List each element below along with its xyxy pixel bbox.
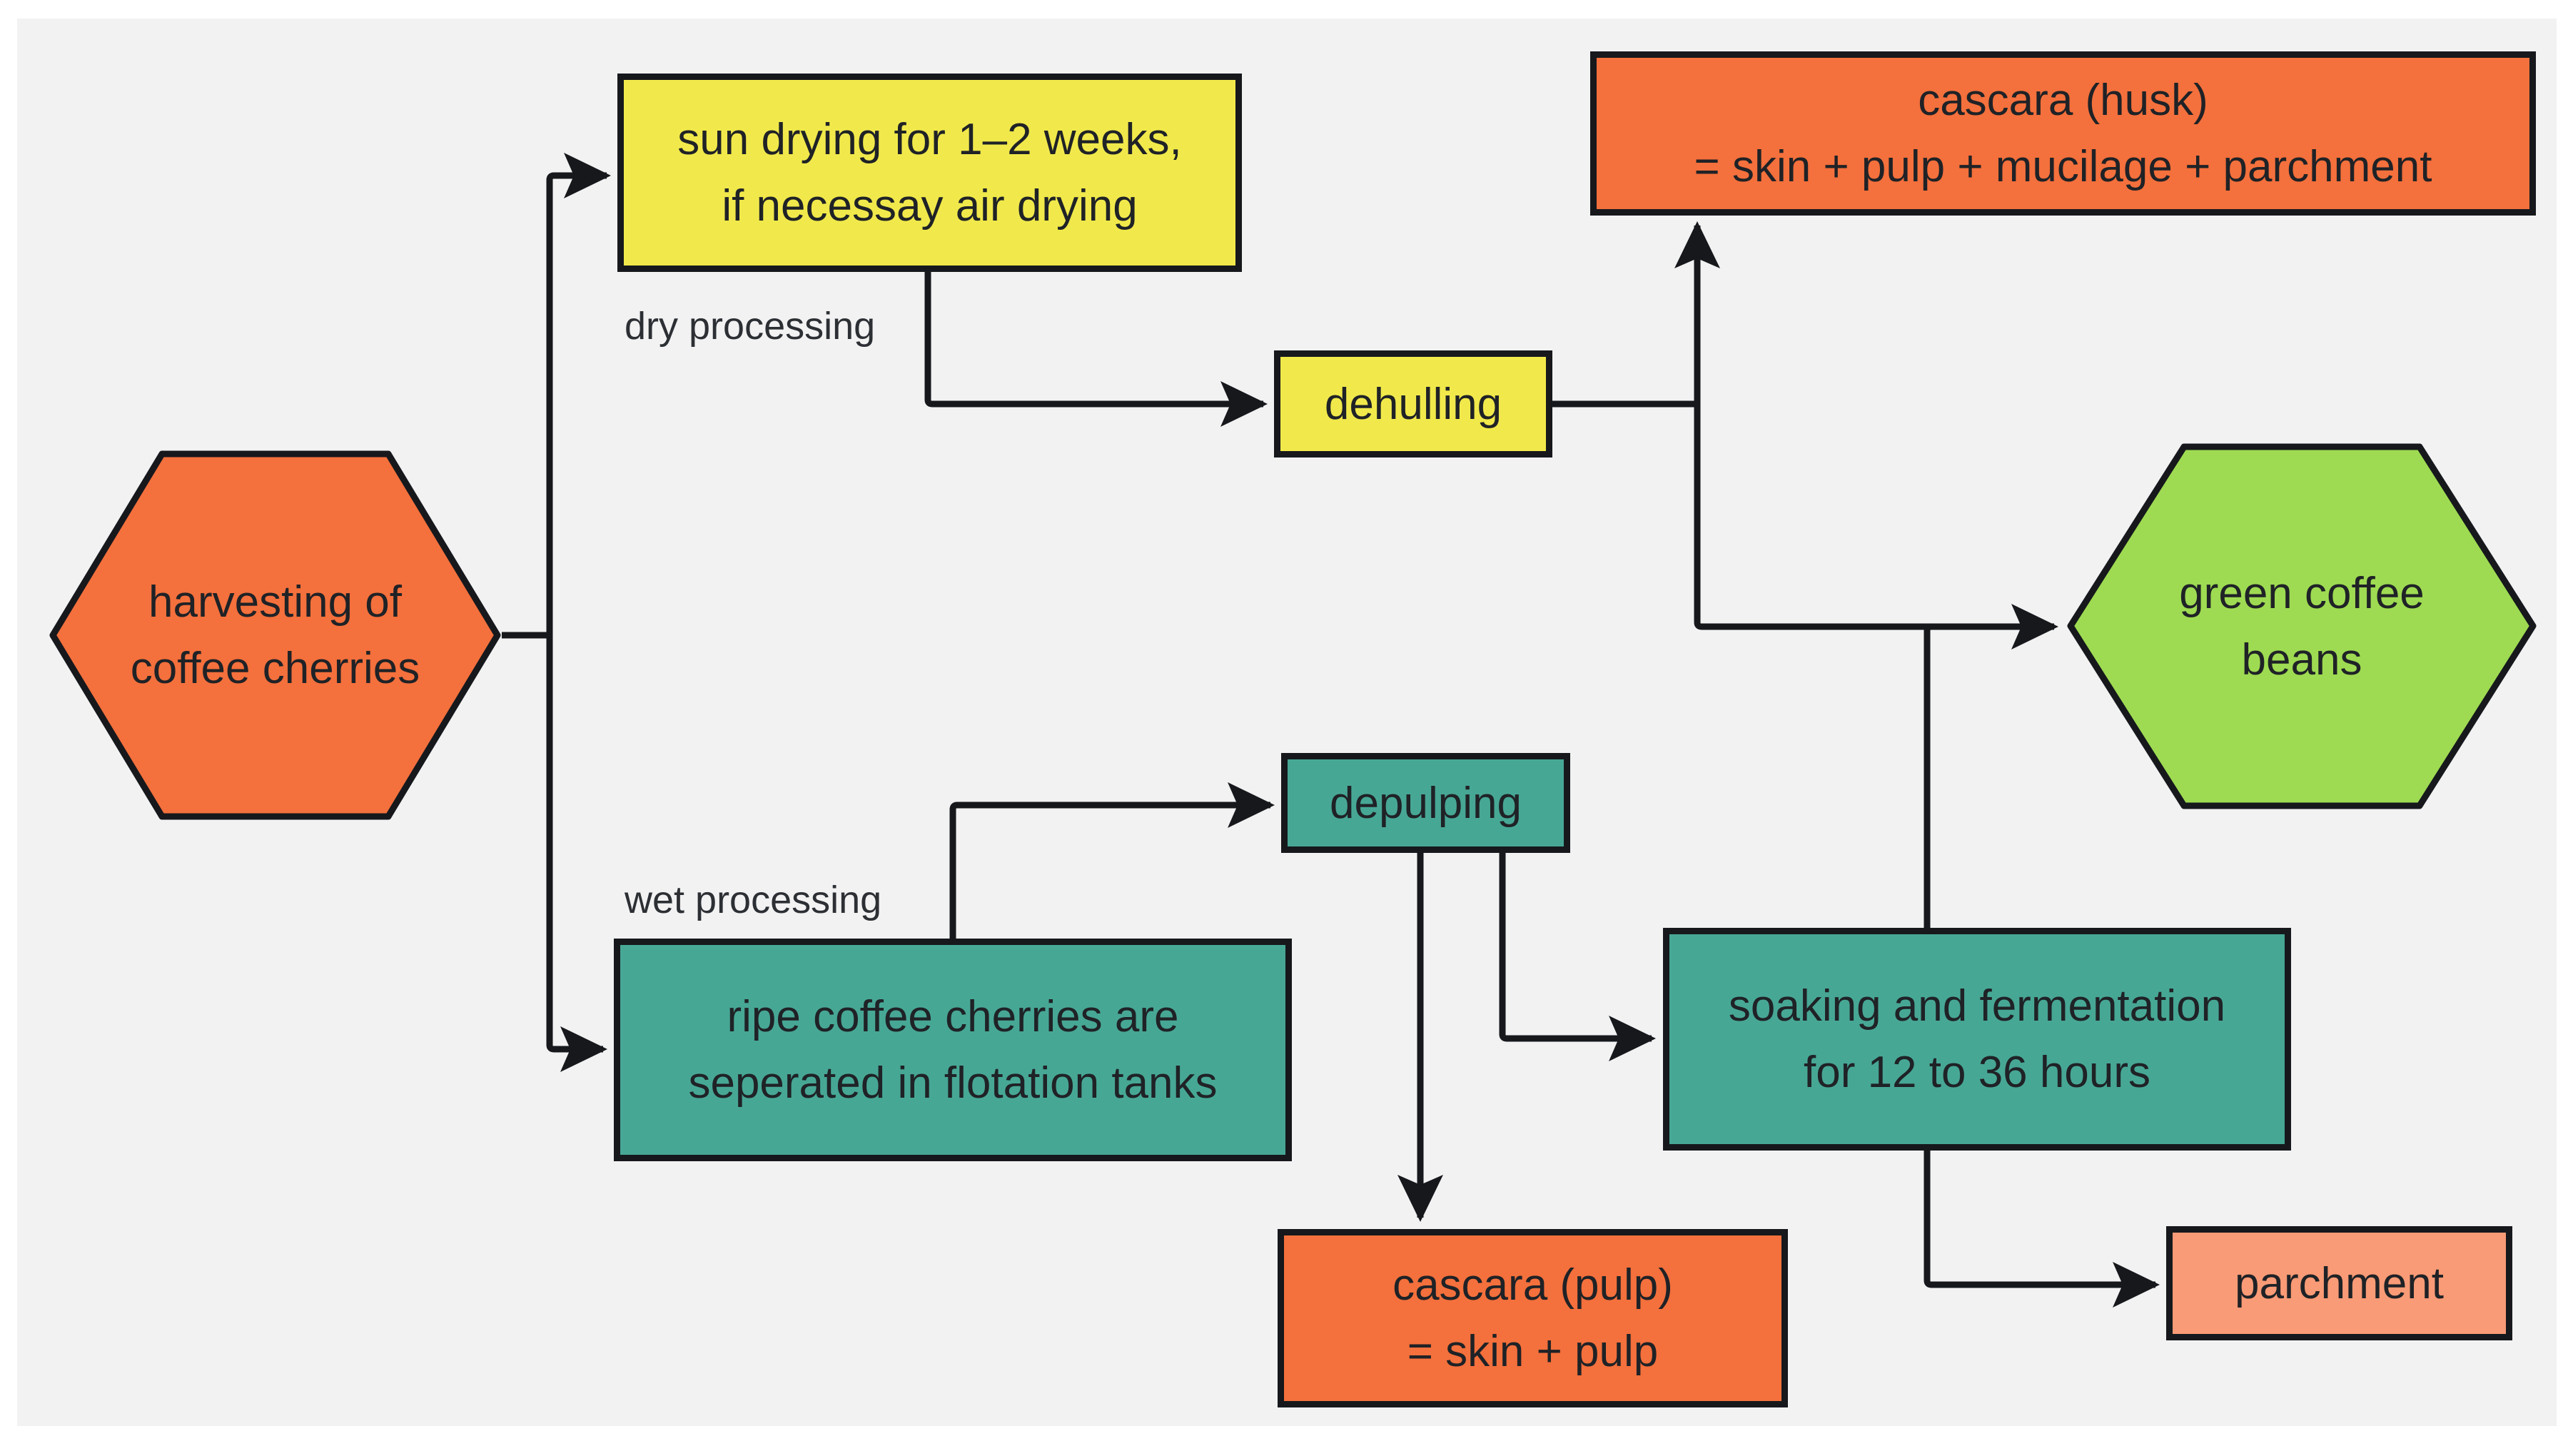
edge-junction-to-green-beans: [1694, 404, 2058, 649]
node-soaking-fermentation: soaking and fermentation for 12 to 36 ho…: [1663, 928, 2291, 1151]
node-harvesting: harvesting of coffee cherries: [49, 450, 502, 821]
node-parchment: parchment: [2166, 1226, 2512, 1340]
node-label: parchment: [2235, 1258, 2444, 1308]
node-label: depulping: [1330, 778, 1522, 828]
node-label: seperated in flotation tanks: [688, 1058, 1218, 1108]
edge-soaking-to-parchment: [1924, 1151, 2160, 1308]
node-label: beans: [2241, 635, 2362, 684]
node-label: dehulling: [1324, 379, 1502, 429]
edge-harvest-to-sun-drying: [546, 153, 611, 635]
node-label: cascara (husk): [1918, 76, 2208, 125]
edge-harvest-to-ripe-cherries: [546, 635, 607, 1072]
edge-ripe-cherries-to-depulping: [949, 782, 1275, 939]
node-label: sun drying for 1–2 weeks,: [677, 115, 1182, 164]
branch-label-dry-processing: dry processing: [625, 305, 876, 348]
node-dehulling: dehulling: [1274, 350, 1552, 457]
node-green-coffee-beans: green coffee beans: [2066, 443, 2537, 810]
node-label: cascara (pulp): [1392, 1260, 1673, 1310]
node-label: soaking and fermentation: [1728, 981, 2226, 1031]
edge-sun-drying-to-dehulling: [924, 272, 1268, 427]
node-label: green coffee: [2179, 568, 2425, 618]
hexagon-shape: [49, 450, 501, 820]
node-label: = skin + pulp: [1407, 1327, 1659, 1376]
edge-soaking-to-green-beans: [1924, 623, 1948, 928]
node-ripe-cherries: ripe coffee cherries are seperated in fl…: [614, 939, 1292, 1161]
node-label: coffee cherries: [130, 644, 420, 693]
node-label: if necessay air drying: [722, 181, 1138, 231]
node-sun-drying: sun drying for 1–2 weeks, if necessay ai…: [617, 74, 1242, 272]
node-label: = skin + pulp + mucilage + parchment: [1694, 142, 2432, 191]
node-label: ripe coffee cherries are: [727, 992, 1179, 1041]
node-depulping: depulping: [1281, 753, 1570, 853]
node-label: for 12 to 36 hours: [1804, 1048, 2150, 1097]
hexagon-shape: [2067, 443, 2537, 809]
node-cascara-husk: cascara (husk) = skin + pulp + mucilage …: [1590, 51, 2536, 216]
node-cascara-pulp: cascara (pulp) = skin + pulp: [1278, 1229, 1788, 1407]
node-label: harvesting of: [148, 577, 402, 627]
edge-depulping-to-soaking: [1499, 853, 1656, 1061]
branch-label-wet-processing: wet processing: [625, 879, 882, 921]
